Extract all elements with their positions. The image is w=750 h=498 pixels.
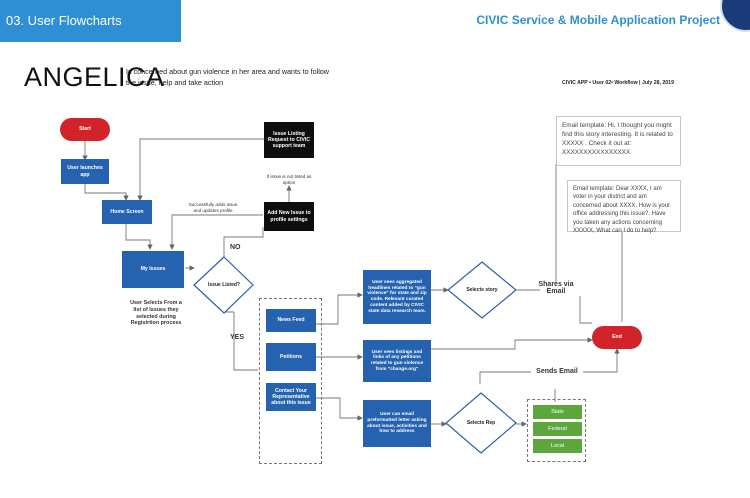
news-feed-button[interactable]: News Feed: [266, 309, 316, 332]
selects-story-decision: Selects story: [466, 287, 498, 293]
contact-representative-button[interactable]: Contact Your Representative about this i…: [266, 383, 316, 411]
user-selects-note: User Selects From a list of Issues they …: [130, 300, 182, 327]
email-letter-node: User can email preformatted letter askin…: [363, 400, 431, 447]
section-tab[interactable]: 03. User Flowcharts: [0, 0, 181, 42]
home-screen-node: Home Screen: [102, 200, 152, 224]
successfully-adds-note: Successfully adds issue and updates prof…: [188, 202, 238, 213]
no-label: NO: [230, 244, 241, 251]
selects-rep-decision: Selects Rep: [466, 420, 496, 426]
email-template-representative: Email template: Dear XXXX, I am voter in…: [567, 180, 681, 234]
local-option[interactable]: Local: [533, 439, 582, 453]
shares-via-email-label: Shares via Email: [538, 281, 574, 295]
state-option[interactable]: State: [533, 405, 582, 419]
yes-label: YES: [230, 334, 245, 341]
listing-request-node: Issue Listing Request to CIVIC support t…: [264, 122, 314, 158]
rep-level-group: [527, 399, 586, 462]
petitions-button[interactable]: Petitions: [266, 343, 316, 371]
add-new-issue-node: Add New Issue to profile settings: [264, 202, 314, 231]
federal-option[interactable]: Federal: [533, 422, 582, 436]
my-issues-node: My Issues: [122, 251, 184, 288]
petition-listings-node: User sees listings and links of any peti…: [363, 340, 431, 382]
start-node: Start: [60, 118, 110, 141]
sends-email-label: Sends Email: [536, 368, 578, 375]
issue-listed-decision: Issue Listed?: [208, 282, 240, 288]
options-group: [259, 298, 322, 464]
user-launches-app-node: User launches app: [61, 159, 109, 184]
email-template-story: Email template: Hi, I thought you might …: [556, 116, 681, 166]
workflow-meta: CIVIC APP • User 02• Workflow | July 28,…: [562, 80, 674, 86]
persona-description: Is concerned about gun violence in her a…: [126, 67, 329, 87]
persona-name: ANGELICA: [24, 62, 165, 92]
aggregated-headlines-node: User sees aggregated headlines related t…: [363, 270, 431, 324]
project-title: CIVIC Service & Mobile Application Proje…: [476, 13, 720, 27]
end-node: End: [592, 326, 642, 349]
not-listed-note: If issue is not listed as option: [266, 174, 312, 185]
